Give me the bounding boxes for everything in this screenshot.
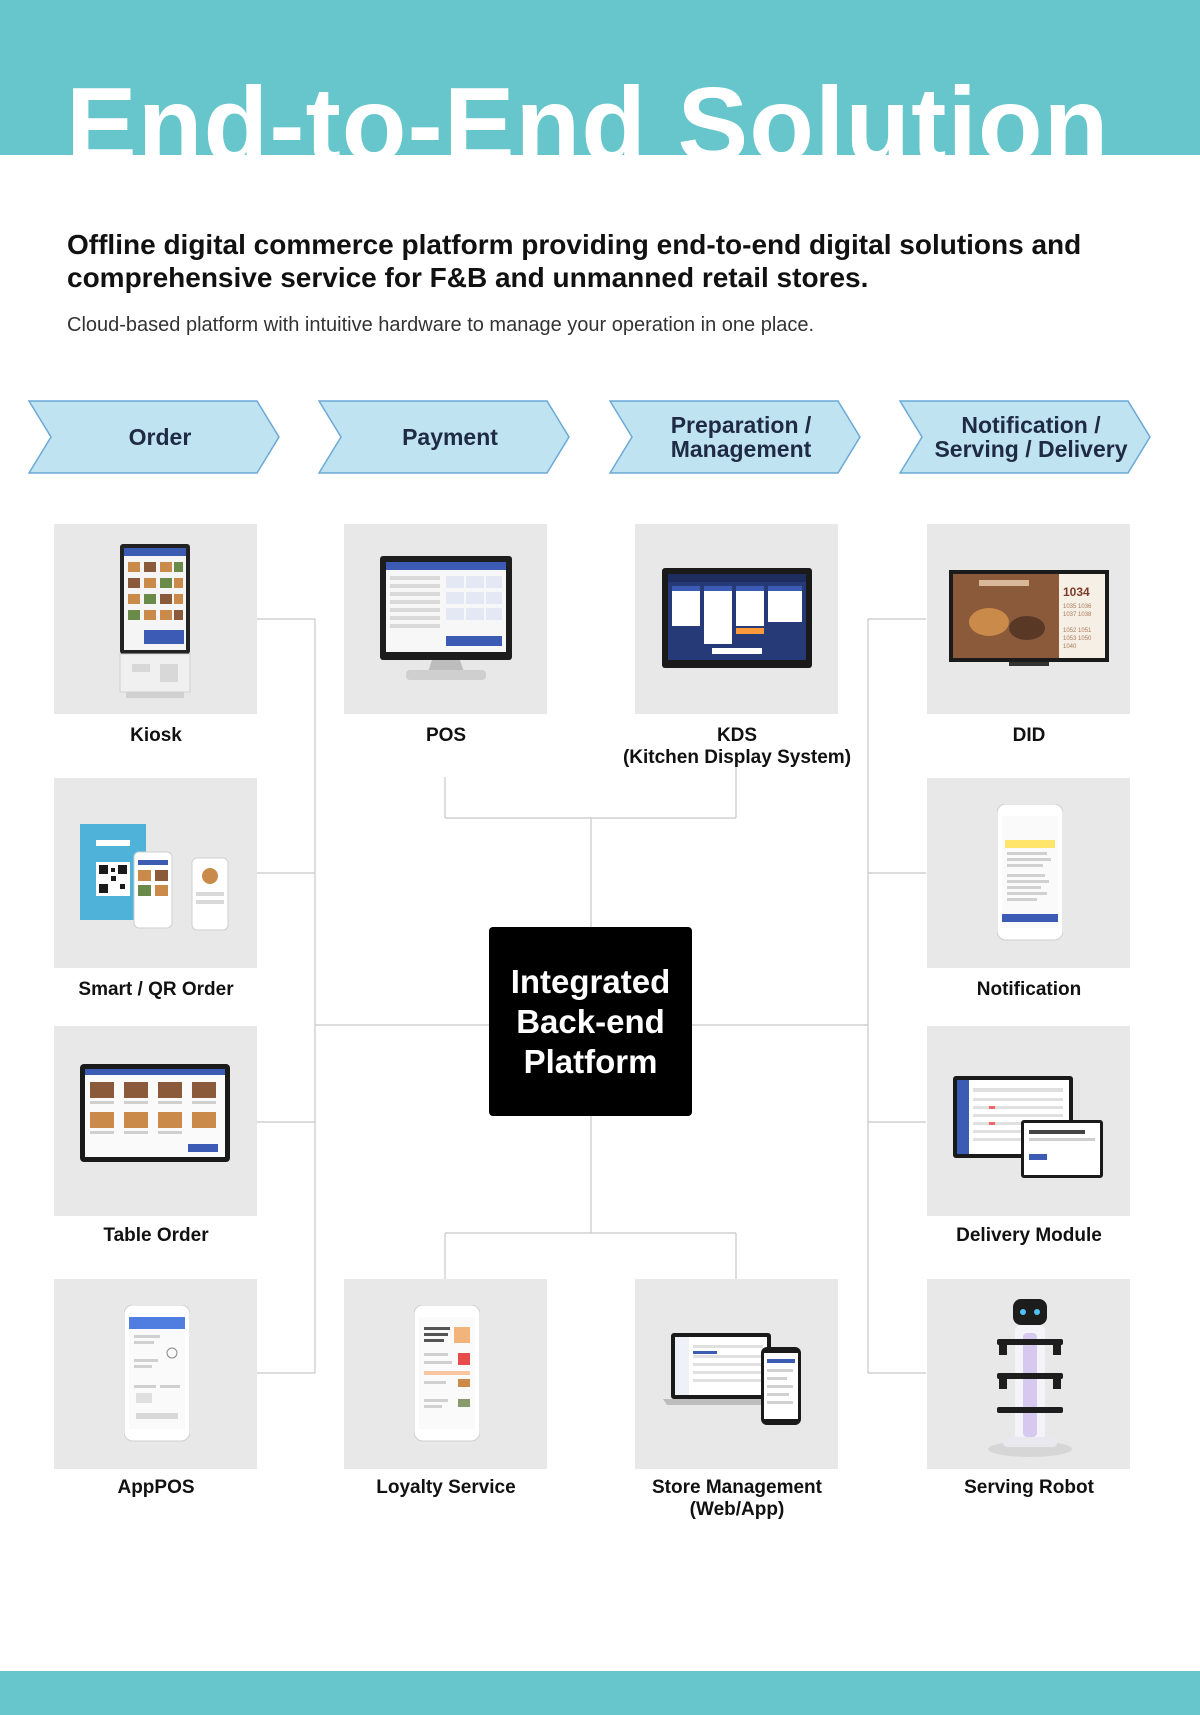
did-screen-number-4: 1053 1050 [1063, 636, 1092, 642]
did-screen-number-5: 1040 [1063, 644, 1077, 650]
subheadline: Cloud-based platform with intuitive hard… [67, 314, 815, 336]
stage-order: Order [28, 400, 280, 474]
store-management-label: Store Management (Web/App) [652, 1477, 822, 1520]
chevron-shape [318, 400, 570, 474]
did-screen-number-2: 1037 1038 [1063, 612, 1092, 618]
delivery-card [927, 1026, 1130, 1216]
stage-label: Notification / Serving / Delivery [934, 412, 1128, 462]
robot-card [927, 1279, 1130, 1469]
apppos-label: AppPOS [117, 1477, 195, 1498]
stage-label: Order [128, 424, 192, 450]
stage-label: Payment [402, 424, 498, 450]
chevron-shape [28, 400, 280, 474]
store-management-card [635, 1279, 838, 1469]
table-order-label: Table Order [103, 1225, 209, 1246]
digital-display-icon: 1034 1035 1036 1037 1038 1052 1051 1053 … [949, 570, 1109, 666]
chevron-shape [609, 400, 861, 474]
loyalty-label: Loyalty Service [376, 1477, 516, 1498]
loyalty-card [344, 1279, 547, 1469]
did-card: 1034 1035 1036 1037 1038 1052 1051 1053 … [927, 524, 1130, 714]
robot-label: Serving Robot [964, 1477, 1094, 1498]
kitchen-display-icon [662, 568, 812, 668]
stage-payment: Payment [318, 400, 570, 474]
apppos-card [54, 1279, 257, 1469]
table-order-tablet-icon [80, 1064, 230, 1162]
kiosk-card [54, 524, 257, 714]
chevron-shape [899, 400, 1151, 474]
delivery-module-icon [953, 1076, 1103, 1178]
kiosk-label: Kiosk [130, 725, 182, 746]
integrated-platform-label: Integrated Back-end Platform [510, 962, 671, 1080]
pos-terminal-icon [380, 556, 512, 680]
qr-order-icon [80, 824, 229, 931]
did-screen-number-3: 1052 1051 [1063, 628, 1092, 634]
notification-label: Notification [976, 979, 1082, 1000]
bottom-band [0, 1671, 1200, 1715]
kds-card [635, 524, 838, 714]
pos-label: POS [425, 725, 467, 746]
notification-phone-icon [997, 804, 1063, 941]
page-title: End-to-End Solution [66, 66, 1110, 155]
loyalty-phone-icon [414, 1305, 480, 1442]
top-band: End-to-End Solution [0, 0, 1200, 155]
kds-label: KDS (Kitchen Display System) [622, 725, 852, 768]
stage-preparation: Preparation / Management [609, 400, 861, 474]
stage-label: Preparation / Management [670, 412, 812, 462]
store-management-icon [663, 1333, 801, 1425]
serving-robot-icon [988, 1299, 1072, 1457]
app-pos-phone-icon [124, 1305, 190, 1442]
pos-card [344, 524, 547, 714]
notification-card [927, 778, 1130, 968]
kiosk-icon [119, 544, 191, 698]
delivery-label: Delivery Module [956, 1225, 1102, 1246]
table-order-card [54, 1026, 257, 1216]
headline: Offline digital commerce platform provid… [67, 229, 1082, 293]
smart-qr-card [54, 778, 257, 968]
did-screen-number: 1034 [1063, 585, 1090, 599]
stage-notification: Notification / Serving / Delivery [899, 400, 1151, 474]
did-label: DID [1012, 725, 1046, 746]
did-screen-number-1: 1035 1036 [1063, 604, 1092, 610]
smart-qr-label: Smart / QR Order [78, 979, 234, 1000]
integrated-platform-box: Integrated Back-end Platform [489, 927, 692, 1116]
